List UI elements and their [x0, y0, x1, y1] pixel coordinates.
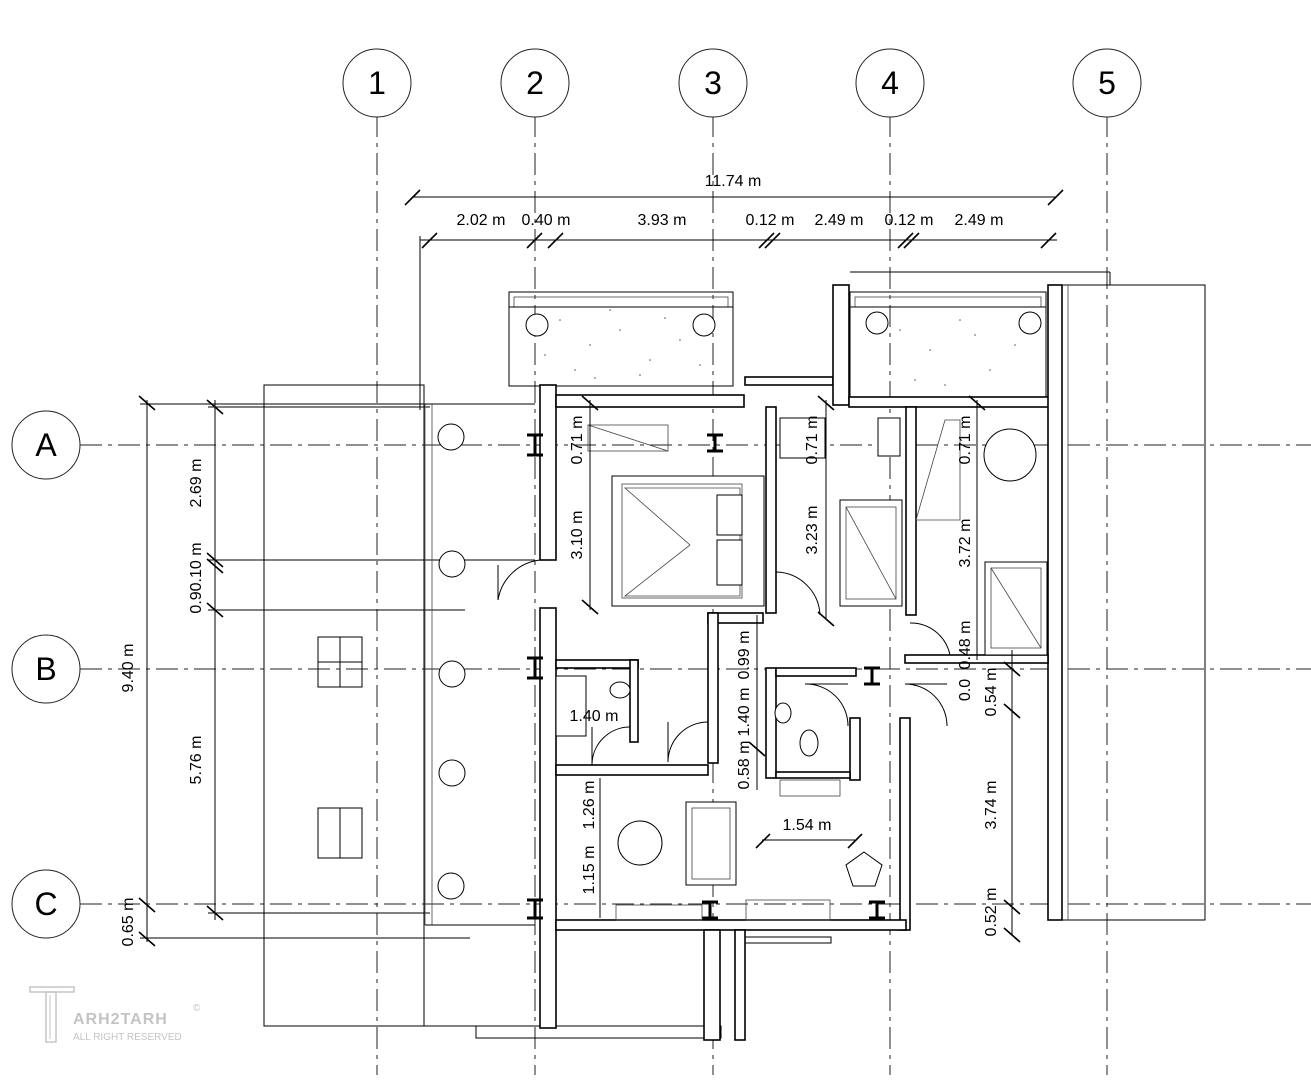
grid-bubble-5 [1072, 48, 1142, 118]
watermark-brand: ARH2TARH [73, 1011, 168, 1028]
dim-top-4: 0.12 m [746, 212, 795, 229]
watermark-subtitle: ALL RIGHT RESERVED [73, 1032, 182, 1043]
toilet-bath [609, 681, 631, 699]
dim-lobby-width: 1.54 m [783, 817, 832, 834]
grid-bubble-b [11, 634, 81, 704]
dim-hall-c: 1.40 m [736, 688, 753, 737]
grid-bubble-1 [342, 48, 412, 118]
top-dimensions: 11.74 m 2.02 m 0.40 m 3.93 m 0.12 m 2.49… [404, 173, 1064, 410]
dim-right-small-c: 0.0 [957, 679, 974, 701]
doors [497, 559, 951, 766]
planter-right [849, 291, 1047, 399]
dim-left-2: 0.90.10 m [188, 542, 205, 613]
grid-label-5: 5 [1098, 65, 1116, 101]
dim-left-1: 2.69 m [188, 459, 205, 508]
grid-bubbles: 1 2 3 4 5 A B C [11, 48, 1142, 939]
grid-bubble-c [11, 869, 81, 939]
grid-bubble-a [11, 410, 81, 480]
grid-label-1: 1 [368, 65, 386, 101]
grid-bubble-4 [855, 48, 925, 118]
sofa-lower [685, 801, 737, 886]
planter-left [508, 291, 734, 387]
dim-top-2: 0.40 m [522, 212, 571, 229]
dim-right-small-a: 0.48 m [957, 621, 974, 670]
dim-mid-depth: 3.23 m [804, 506, 821, 555]
watermark-logo-icon [29, 986, 75, 1043]
dim-right-upper: 0.71 m [957, 416, 974, 465]
furniture [437, 417, 1048, 921]
dim-lower-a: 1.26 m [581, 781, 598, 830]
dim-right-lower: 3.74 m [983, 781, 1000, 830]
grid-bubble-3 [678, 48, 748, 118]
dim-bath-width: 1.40 m [570, 708, 619, 725]
grid-label-a: A [35, 427, 57, 463]
grid-label-4: 4 [881, 65, 899, 101]
wc-toilet [799, 729, 819, 757]
dim-left-3: 5.76 m [188, 736, 205, 785]
wc-basin [774, 702, 792, 724]
grid-label-3: 3 [704, 65, 722, 101]
dim-top-7: 2.49 m [955, 212, 1004, 229]
dim-bottom-left: 0.65 m [120, 898, 137, 947]
dim-top-3: 3.93 m [638, 212, 687, 229]
interior-dimensions: 0.71 m 3.10 m 1.40 m 1.26 m 1.15 m 0.71 … [569, 395, 1021, 943]
dim-overall-width: 11.74 m [705, 173, 762, 190]
dim-hall-a: 0.99 m [736, 631, 753, 680]
watermark: ARH2TARH © ALL RIGHT RESERVED [28, 985, 243, 1055]
grid-label-c: C [34, 886, 57, 922]
dim-right-depth: 3.72 m [957, 519, 974, 568]
columns [527, 433, 885, 920]
dim-lower-b: 1.15 m [581, 846, 598, 895]
dim-right-small-b: 0.54 m [983, 668, 1000, 717]
grid-label-2: 2 [526, 65, 544, 101]
dim-right-bottom: 0.52 m [983, 888, 1000, 937]
armchair-round [983, 428, 1037, 482]
table-lobby [845, 851, 883, 887]
dim-mid-upper: 0.71 m [804, 416, 821, 465]
grid-label-b: B [35, 651, 56, 687]
dim-overall-depth: 9.40 m [120, 644, 137, 693]
dim-top-1: 2.02 m [457, 212, 506, 229]
table-lower [617, 820, 663, 866]
dim-hall-b: 0.58 m [736, 741, 753, 790]
watermark-copyright: © [193, 1003, 201, 1014]
walls [539, 284, 1063, 1041]
grid-bubble-2 [500, 48, 570, 118]
dim-master-depth: 3.10 m [569, 511, 586, 560]
dim-top-6: 0.12 m [885, 212, 934, 229]
left-dimensions: 9.40 m 0.65 m 2.69 m 0.90.10 m 5.76 m [120, 395, 535, 947]
dim-master-upper: 0.71 m [569, 416, 586, 465]
dim-top-5: 2.49 m [815, 212, 864, 229]
